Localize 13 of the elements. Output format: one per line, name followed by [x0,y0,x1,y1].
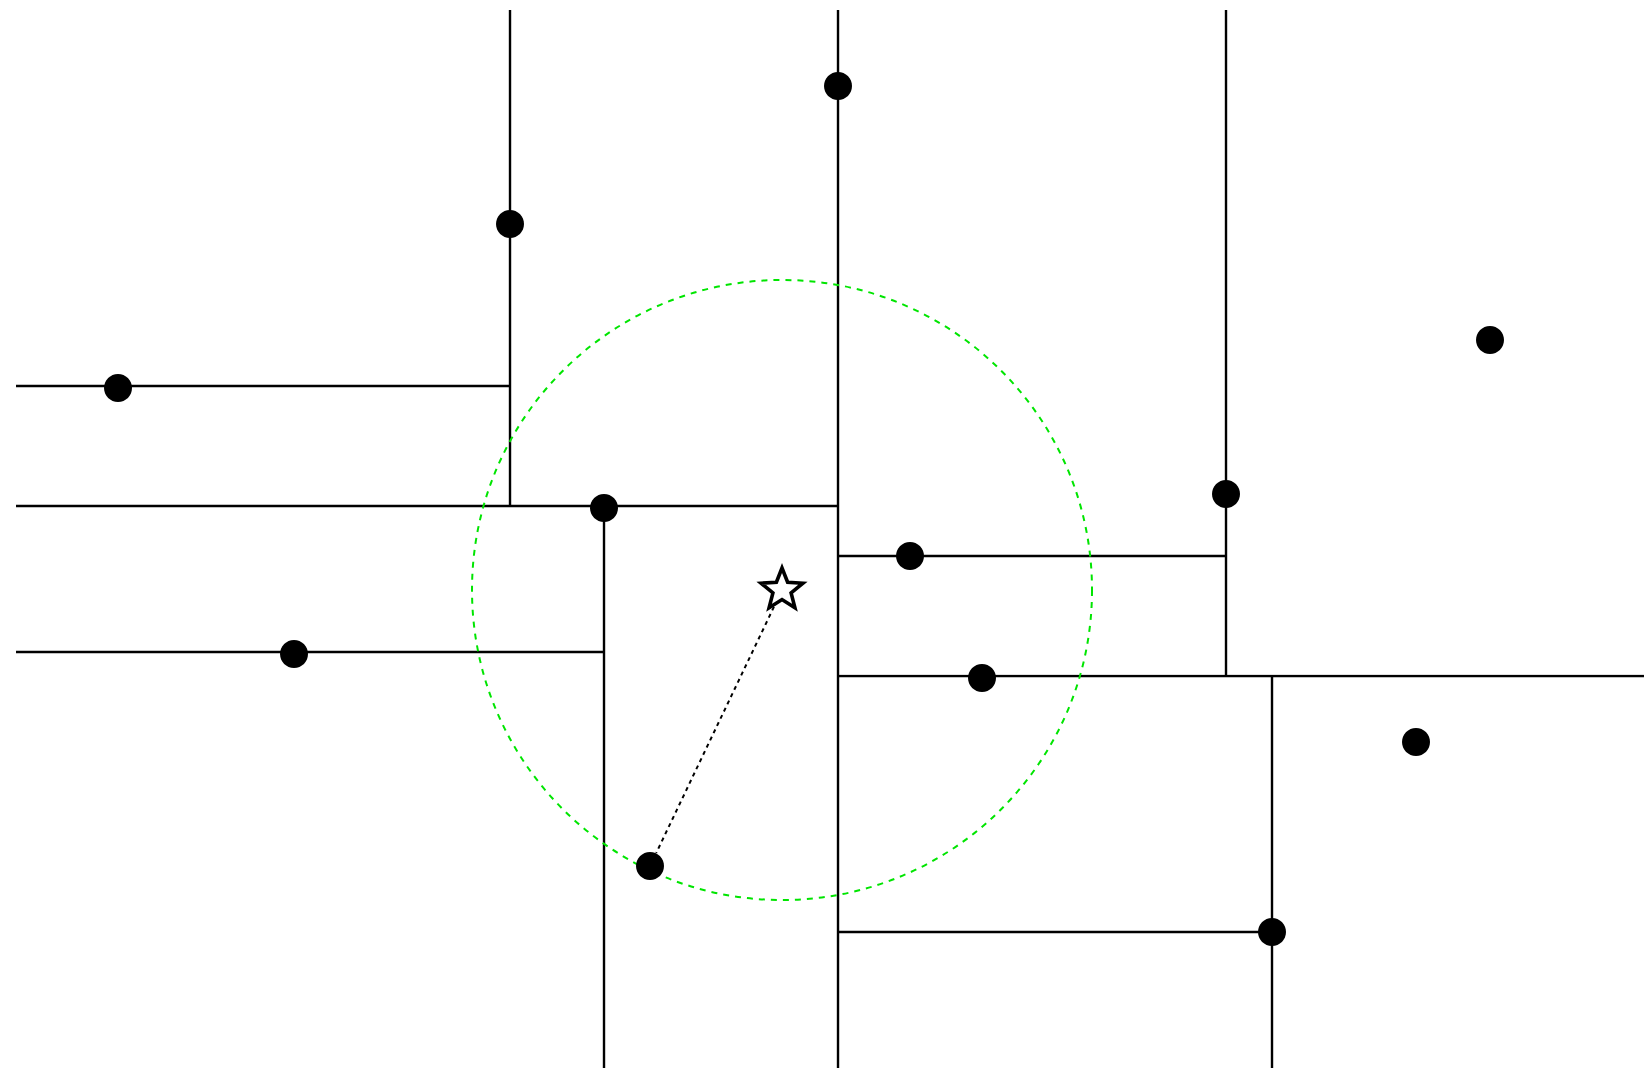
point-dot [104,374,132,402]
point-dot [1212,480,1240,508]
point-dot [636,852,664,880]
point-dot [496,210,524,238]
point-dot [896,542,924,570]
point-dot [590,494,618,522]
point-dot [1258,918,1286,946]
dotted-line [655,605,775,854]
point-dot [280,640,308,668]
point-dot [968,664,996,692]
point-dot [824,72,852,100]
point-dot [1476,326,1504,354]
point-dot [1402,728,1430,756]
